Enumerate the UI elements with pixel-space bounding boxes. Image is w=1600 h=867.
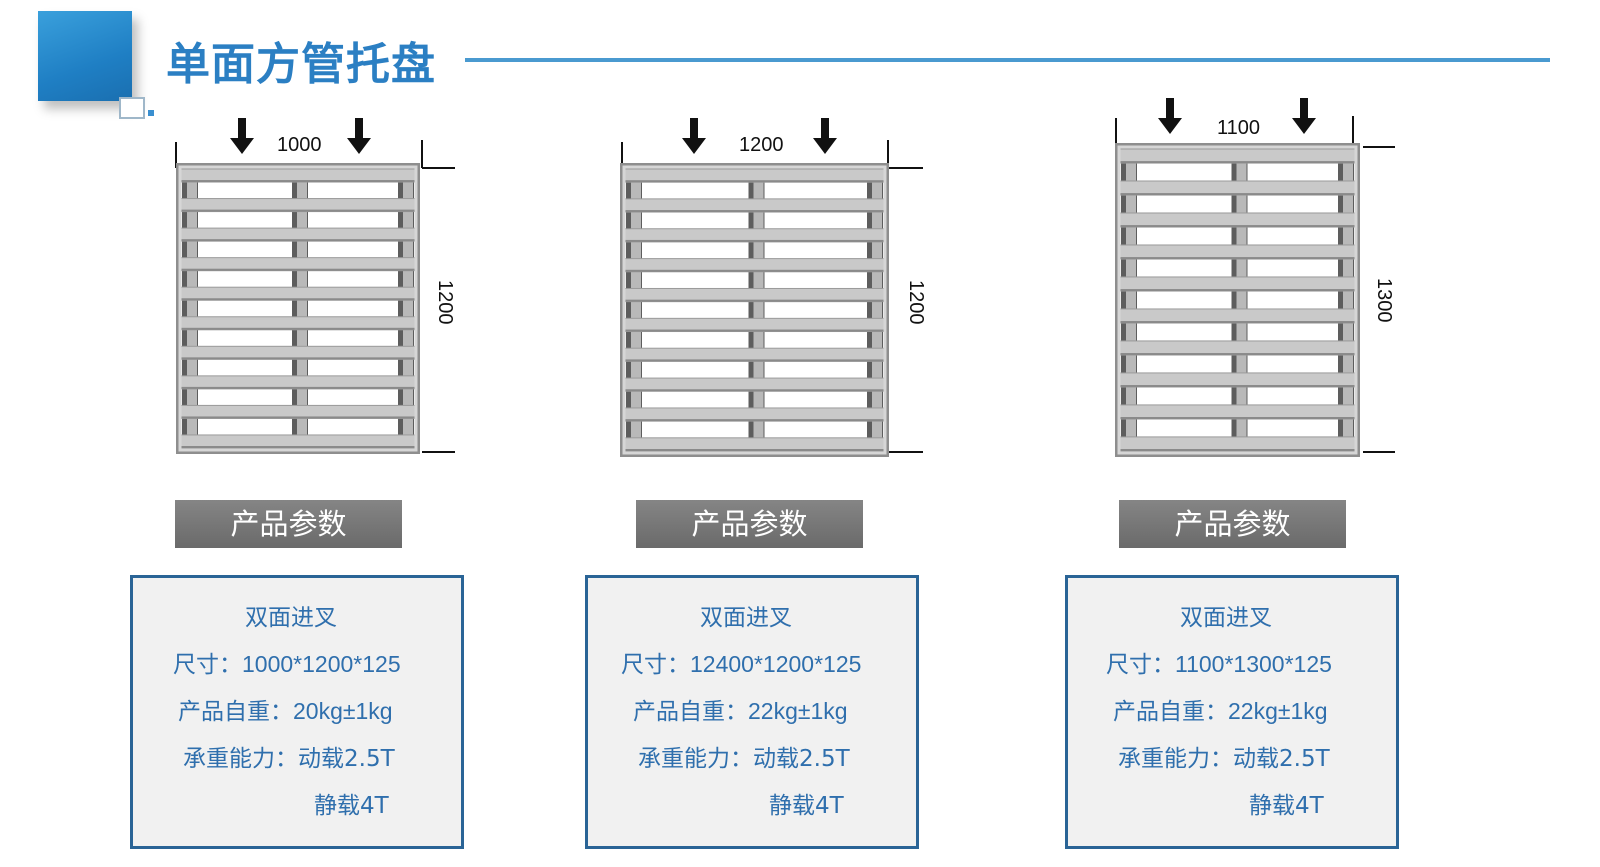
weight-value: 22kg±1kg	[748, 698, 848, 724]
weight-row: 产品自重：22kg±1kg	[1113, 692, 1328, 726]
spec-box: 双面进叉 尺寸：12400*1200*125 产品自重：22kg±1kg 承重能…	[585, 575, 919, 849]
size-label: 尺寸：	[621, 652, 690, 678]
pallet-frame	[1115, 143, 1360, 457]
down-arrow-icon	[347, 118, 371, 154]
size-value: 1000*1200*125	[242, 651, 401, 677]
down-arrow-icon	[230, 118, 254, 154]
fork-type: 双面进叉	[245, 605, 337, 631]
size-label: 尺寸：	[173, 652, 242, 678]
height-dimension-label: 1200	[434, 280, 456, 325]
weight-label: 产品自重：	[1113, 699, 1228, 725]
product-params-bar: 产品参数	[1119, 500, 1346, 548]
title-rule	[465, 58, 1550, 62]
static-load: 静载4T	[1249, 793, 1324, 819]
dynamic-load: 动载2.5T	[1233, 746, 1330, 772]
title-decor-small-square	[119, 97, 145, 119]
fork-type: 双面进叉	[700, 605, 792, 631]
weight-row: 产品自重：20kg±1kg	[178, 692, 393, 726]
down-arrow-icon	[682, 118, 706, 154]
pallet-figure: 1000 1200	[175, 118, 456, 454]
pallet-frame	[176, 163, 420, 454]
page-title: 单面方管托盘	[166, 39, 436, 90]
static-load: 静载4T	[314, 793, 389, 819]
size-row: 尺寸：1100*1300*125	[1106, 645, 1332, 679]
load-row: 承重能力：动载2.5T	[638, 739, 850, 773]
static-load: 静载4T	[769, 793, 844, 819]
size-row: 尺寸：1000*1200*125	[173, 645, 401, 679]
size-value: 1100*1300*125	[1175, 651, 1332, 677]
down-arrow-icon	[1158, 98, 1182, 134]
size-label: 尺寸：	[1106, 652, 1175, 678]
weight-value: 22kg±1kg	[1228, 698, 1328, 724]
product-card-1: 1000 1200 产品参数 双面进叉 尺寸：1000*1200*125 产品自…	[130, 110, 590, 867]
load-label: 承重能力：	[638, 746, 753, 772]
load-row: 承重能力：动载2.5T	[183, 739, 395, 773]
weight-label: 产品自重：	[178, 699, 293, 725]
product-params-bar: 产品参数	[175, 500, 402, 548]
product-params-bar: 产品参数	[636, 500, 863, 548]
height-dimension-label: 1300	[1373, 278, 1395, 323]
title-decor-block	[38, 11, 132, 101]
title-decor-dot	[148, 110, 154, 116]
load-label: 承重能力：	[183, 746, 298, 772]
pallet-figure: 1200 1200	[620, 118, 927, 457]
size-value: 12400*1200*125	[690, 651, 862, 677]
dynamic-load: 动载2.5T	[298, 746, 395, 772]
size-row: 尺寸：12400*1200*125	[621, 645, 861, 679]
dynamic-load: 动载2.5T	[753, 746, 850, 772]
weight-row: 产品自重：22kg±1kg	[633, 692, 848, 726]
load-label: 承重能力：	[1118, 746, 1233, 772]
width-dimension-label: 1200	[739, 134, 784, 156]
width-dimension-label: 1000	[277, 134, 322, 156]
down-arrow-icon	[1292, 98, 1316, 134]
fork-type: 双面进叉	[1180, 605, 1272, 631]
width-dimension-label: 1100	[1217, 117, 1260, 139]
weight-label: 产品自重：	[633, 699, 748, 725]
pallet-frame	[620, 163, 889, 457]
product-card-2: 1200 1200 产品参数 双面进叉 尺寸：12400*1200*125 产品…	[585, 110, 1045, 867]
spec-box: 双面进叉 尺寸：1100*1300*125 产品自重：22kg±1kg 承重能力…	[1065, 575, 1399, 849]
load-row: 承重能力：动载2.5T	[1118, 739, 1330, 773]
pallet-figure: 1100 1300	[1115, 98, 1395, 457]
product-card-3: 1100 1300 产品参数 双面进叉 尺寸：1100*1300*125 产品自…	[1065, 98, 1525, 867]
height-dimension-label: 1200	[905, 280, 927, 325]
weight-value: 20kg±1kg	[293, 698, 393, 724]
spec-box: 双面进叉 尺寸：1000*1200*125 产品自重：20kg±1kg 承重能力…	[130, 575, 464, 849]
down-arrow-icon	[813, 118, 837, 154]
